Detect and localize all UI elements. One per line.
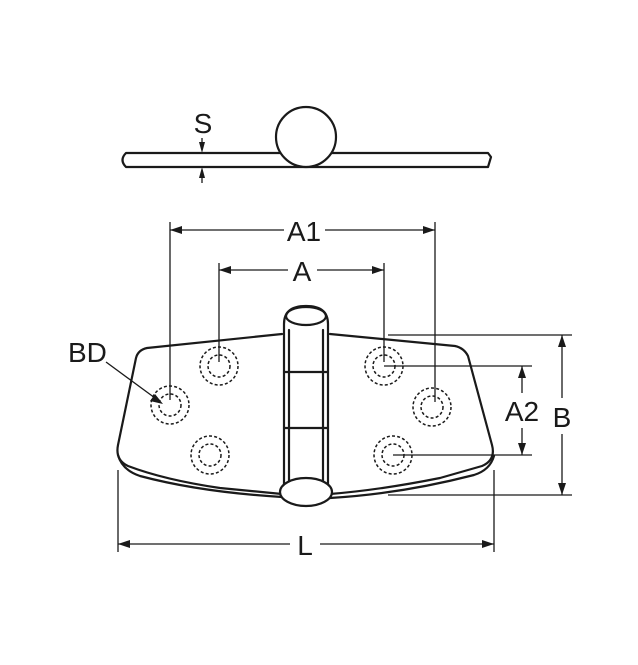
dimension-a1: A1: [169, 216, 436, 402]
label-l: L: [297, 530, 313, 561]
s-arrow-top: [199, 142, 205, 153]
s-arrow-bottom: [199, 167, 205, 178]
pin-end: [278, 476, 334, 508]
left-leaf-edge: [116, 453, 284, 499]
side-view: S: [121, 105, 493, 183]
dimension-a: A: [218, 256, 385, 362]
label-a: A: [293, 256, 312, 287]
label-a1: A1: [287, 216, 321, 247]
label-b: B: [553, 402, 572, 433]
hole: [412, 387, 452, 427]
dimension-l: L: [117, 470, 495, 561]
label-bd: BD: [68, 337, 107, 368]
side-view-plate: [121, 151, 493, 169]
top-view: [116, 304, 496, 508]
dimension-a2: A2: [384, 365, 539, 456]
hinge-knuckle: [282, 304, 330, 490]
dimension-b: B: [388, 334, 572, 496]
label-a2: A2: [505, 396, 539, 427]
dimension-bd: BD: [68, 337, 163, 404]
hole: [190, 435, 230, 475]
label-s: S: [194, 108, 213, 139]
left-leaf: [116, 332, 284, 496]
side-view-knuckle: [274, 105, 338, 169]
right-leaf: [328, 332, 494, 496]
right-leaf-edge: [328, 454, 496, 500]
left-holes: [150, 346, 239, 475]
